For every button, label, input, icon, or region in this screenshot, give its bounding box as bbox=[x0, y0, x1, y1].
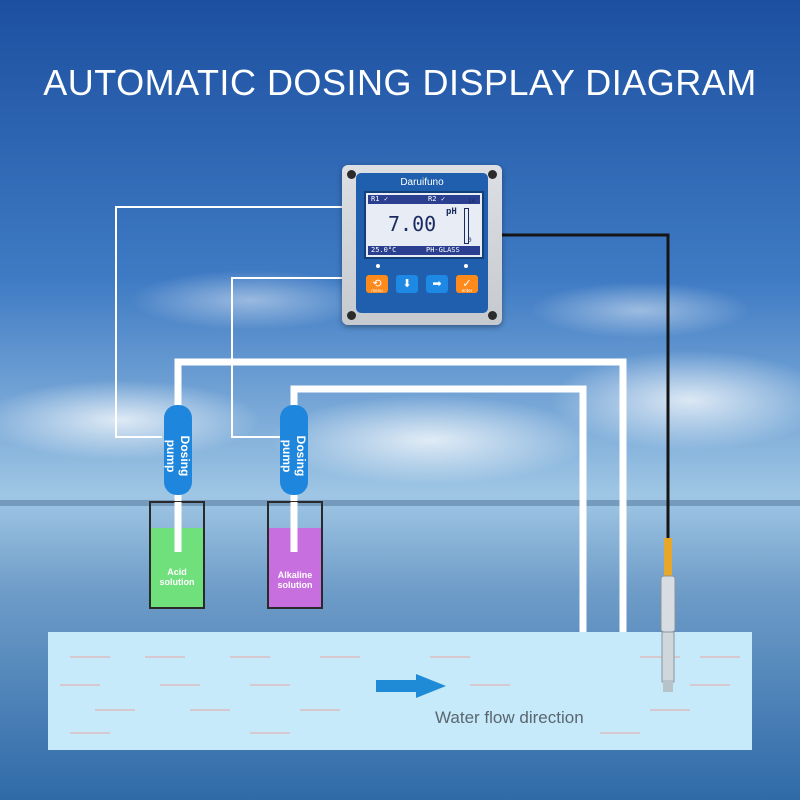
right-button[interactable]: ➡ bbox=[426, 275, 448, 293]
dosing-pump-alkaline bbox=[280, 405, 308, 495]
ph-unit: pH bbox=[446, 207, 457, 217]
return-indicator-icon bbox=[376, 264, 380, 268]
lcd-relay-bar: R1 ✓ R2 ✓ bbox=[368, 195, 480, 204]
ph-controller: Daruifuno R1 ✓ R2 ✓ 7.00 pH 14 0 25.0°C … bbox=[342, 165, 502, 325]
relay-2-label: R2 bbox=[428, 195, 437, 203]
check-icon: ✓ bbox=[384, 195, 389, 203]
cloud bbox=[270, 395, 590, 485]
lcd-screen: R1 ✓ R2 ✓ 7.00 pH 14 0 25.0°C PH-GLASS bbox=[364, 191, 484, 259]
alkaline-solution-label: Alkaline solution bbox=[265, 570, 325, 590]
temperature-readout: 25.0°C bbox=[371, 246, 397, 254]
check-icon: ✓ bbox=[441, 195, 446, 203]
acid-solution-line-2: solution bbox=[159, 577, 195, 587]
status-indicator-icon bbox=[464, 264, 468, 268]
down-button[interactable]: ⬇ bbox=[396, 275, 418, 293]
return-icon: ⟲ bbox=[372, 277, 382, 290]
sensor-type: PH-GLASS bbox=[426, 246, 460, 254]
cloud bbox=[130, 270, 370, 330]
controller-face: Daruifuno R1 ✓ R2 ✓ 7.00 pH 14 0 25.0°C … bbox=[356, 173, 488, 313]
control-wire-acid bbox=[115, 206, 345, 438]
arrow-right-icon: ➡ bbox=[432, 277, 442, 290]
water-flow-label: Water flow direction bbox=[435, 708, 584, 727]
screw-icon bbox=[347, 170, 356, 179]
screw-icon bbox=[347, 311, 356, 320]
relay-1-label: R1 bbox=[371, 195, 380, 203]
acid-solution-label: Acid solution bbox=[147, 567, 207, 587]
control-wire-alkaline bbox=[231, 277, 345, 438]
enter-button[interactable]: ✓ enter bbox=[456, 275, 478, 293]
horizon-line bbox=[0, 500, 800, 506]
keypad: ⟲ menu ⬇ ➡ ✓ enter bbox=[364, 271, 480, 299]
probe-cable bbox=[502, 233, 670, 540]
menu-button[interactable]: ⟲ menu bbox=[366, 275, 388, 293]
enter-button-label: enter bbox=[461, 288, 473, 293]
arrow-down-icon: ⬇ bbox=[402, 277, 412, 290]
cloud bbox=[550, 350, 800, 450]
alkaline-solution-line-1: Alkaline bbox=[277, 570, 313, 580]
ph-gauge bbox=[464, 208, 469, 244]
screw-icon bbox=[488, 170, 497, 179]
menu-button-label: menu bbox=[371, 288, 383, 293]
acid-solution-line-1: Acid bbox=[167, 567, 187, 577]
alkaline-pump-label: Dosing pump bbox=[280, 435, 308, 477]
dosing-pump-acid bbox=[164, 405, 192, 495]
diagram-title: AUTOMATIC DOSING DISPLAY DIAGRAM bbox=[43, 62, 757, 103]
water-ripples bbox=[60, 656, 740, 734]
acid-pump-label: Dosing pump bbox=[164, 435, 192, 477]
check-icon: ✓ bbox=[462, 277, 472, 290]
cloud bbox=[530, 282, 750, 338]
flow-arrow-icon bbox=[376, 674, 446, 698]
ph-value: 7.00 bbox=[388, 212, 437, 236]
screw-icon bbox=[488, 311, 497, 320]
alkaline-solution-line-2: solution bbox=[277, 580, 313, 590]
lcd-status-bar: 25.0°C PH-GLASS bbox=[368, 246, 480, 255]
scale-max: 14 bbox=[468, 198, 476, 205]
ph-probe-icon bbox=[660, 538, 676, 692]
cloud bbox=[0, 380, 260, 460]
scale-min: 0 bbox=[468, 237, 472, 244]
controller-brand: Daruifuno bbox=[400, 177, 444, 188]
